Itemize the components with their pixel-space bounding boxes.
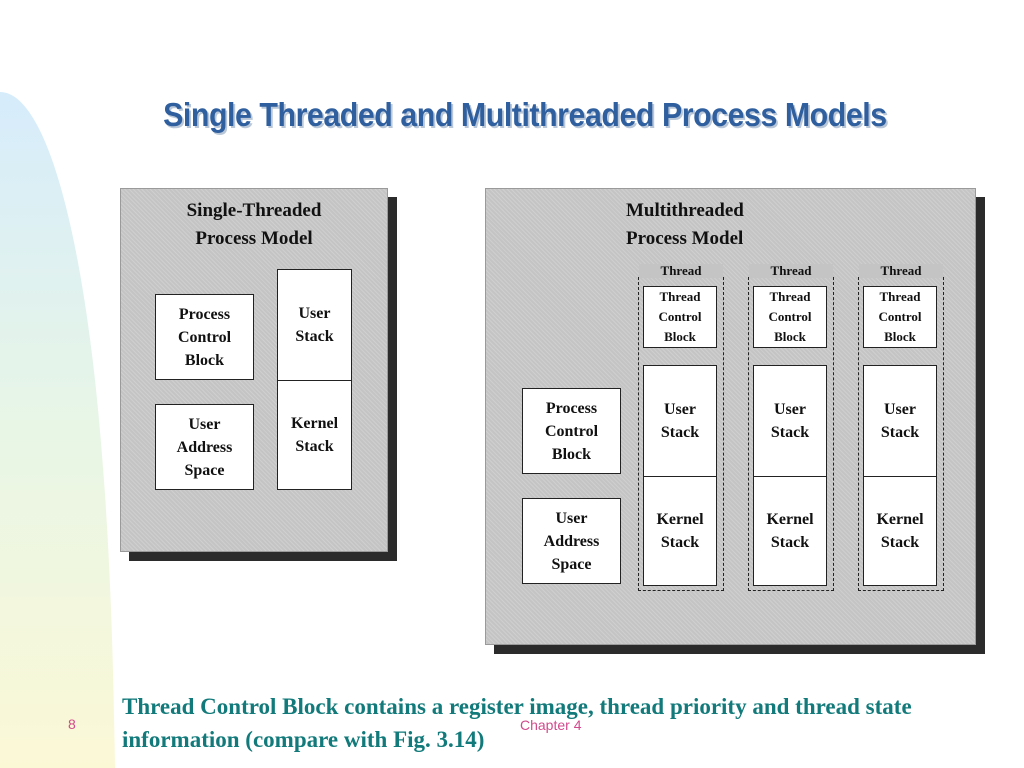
process-control-block: Process Control Block — [155, 294, 254, 380]
multithreaded-panel: Multithreaded Process Model Process Cont… — [485, 188, 976, 645]
process-control-block: Process Control Block — [522, 388, 621, 474]
user-address-space: User Address Space — [155, 404, 254, 490]
kernel-stack: Kernel Stack — [753, 476, 827, 586]
user-stack: User Stack — [753, 365, 827, 477]
kernel-stack: Kernel Stack — [643, 476, 717, 586]
slide-title: Single Threaded and Multithreaded Proces… — [163, 96, 887, 133]
thread-group: Thread Thread Control Block User Stack K… — [638, 264, 724, 591]
thread-group: Thread Thread Control Block User Stack K… — [748, 264, 834, 591]
thread-label: Thread — [639, 264, 723, 278]
chapter-footer: Chapter 4 — [520, 717, 582, 733]
single-threaded-title: Single-Threaded Process Model — [186, 200, 322, 249]
user-stack: User Stack — [863, 365, 937, 477]
single-threaded-panel: Single-Threaded Process Model Process Co… — [120, 188, 388, 552]
thread-label: Thread — [749, 264, 833, 278]
thread-label: Thread — [859, 264, 943, 278]
thread-control-block: Thread Control Block — [753, 286, 827, 348]
thread-group: Thread Thread Control Block User Stack K… — [858, 264, 944, 591]
slide-caption: Thread Control Block contains a register… — [122, 694, 912, 752]
user-stack: User Stack — [277, 269, 352, 381]
thread-control-block: Thread Control Block — [863, 286, 937, 348]
background-wave-decoration — [0, 92, 115, 768]
thread-control-block: Thread Control Block — [643, 286, 717, 348]
user-address-space: User Address Space — [522, 498, 621, 584]
multithreaded-title: Multithreaded Process Model — [626, 200, 744, 249]
kernel-stack: Kernel Stack — [863, 476, 937, 586]
kernel-stack: Kernel Stack — [277, 380, 352, 490]
page-number: 8 — [68, 716, 76, 732]
user-stack: User Stack — [643, 365, 717, 477]
